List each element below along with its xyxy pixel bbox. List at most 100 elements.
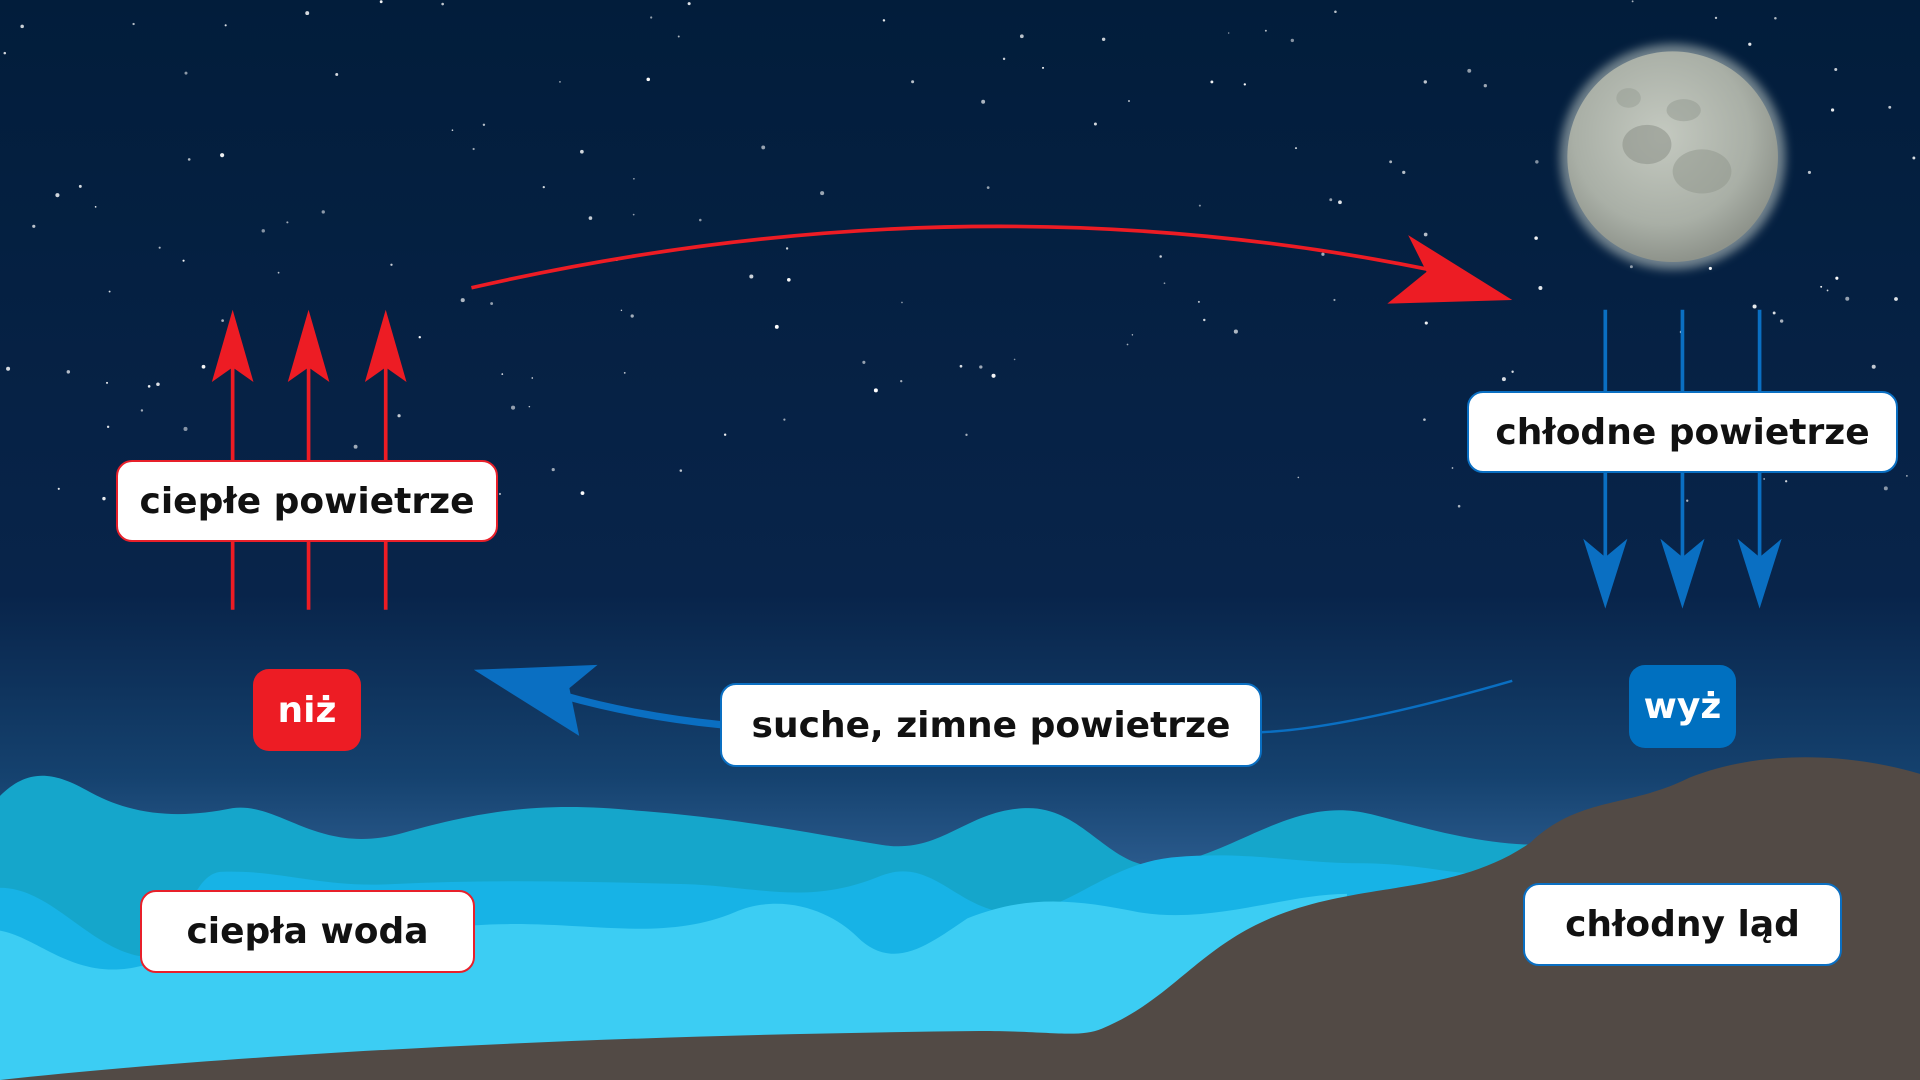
star-icon bbox=[679, 469, 683, 472]
star-icon bbox=[1912, 156, 1916, 160]
star-icon bbox=[498, 492, 502, 496]
star-icon bbox=[1826, 289, 1829, 292]
star-icon bbox=[1714, 16, 1718, 20]
star-icon bbox=[1389, 160, 1393, 164]
star-icon bbox=[588, 216, 593, 220]
star-icon bbox=[140, 409, 144, 412]
star-icon bbox=[1834, 68, 1838, 72]
star-icon bbox=[787, 277, 791, 282]
star-icon bbox=[1334, 10, 1337, 14]
land bbox=[0, 757, 1920, 1080]
star-icon bbox=[1423, 418, 1426, 421]
star-icon bbox=[1329, 198, 1333, 202]
cold-air-flow-arrow bbox=[473, 664, 1513, 736]
star-icon bbox=[1227, 32, 1230, 34]
star-icon bbox=[78, 184, 82, 188]
star-icon bbox=[106, 425, 110, 429]
star-icon bbox=[1210, 80, 1214, 84]
moon-icon bbox=[1560, 44, 1786, 270]
star-icon bbox=[650, 16, 653, 19]
star-icon bbox=[1467, 68, 1472, 73]
star-icon bbox=[774, 324, 779, 329]
star-icon bbox=[106, 381, 108, 384]
star-icon bbox=[6, 366, 11, 371]
star-icon bbox=[580, 149, 584, 154]
star-icon bbox=[32, 224, 36, 228]
star-icon bbox=[542, 185, 545, 189]
star-icon bbox=[335, 72, 339, 76]
star-icon bbox=[1451, 467, 1454, 469]
star-icon bbox=[1338, 200, 1342, 205]
star-icon bbox=[277, 271, 280, 274]
star-icon bbox=[482, 123, 486, 126]
star-icon bbox=[1042, 66, 1045, 69]
star-icon bbox=[1198, 204, 1201, 207]
star-icon bbox=[472, 147, 475, 151]
star-icon bbox=[511, 405, 516, 410]
cold-land-label: chłodny ląd bbox=[1523, 883, 1842, 966]
star-icon bbox=[156, 382, 160, 387]
star-icon bbox=[1264, 29, 1267, 32]
star-icon bbox=[991, 373, 996, 378]
star-icon bbox=[1534, 236, 1538, 240]
star-icon bbox=[220, 153, 225, 158]
star-icon bbox=[551, 468, 555, 472]
star-icon bbox=[501, 373, 504, 375]
star-icon bbox=[1402, 170, 1406, 175]
star-icon bbox=[1424, 321, 1428, 325]
star-icon bbox=[390, 263, 393, 266]
star-icon bbox=[1002, 57, 1006, 61]
star-icon bbox=[723, 433, 727, 436]
star-icon bbox=[620, 309, 623, 312]
star-icon bbox=[55, 193, 60, 198]
star-icon bbox=[187, 158, 191, 161]
star-icon bbox=[1127, 99, 1131, 103]
star-icon bbox=[1423, 232, 1428, 237]
star-icon bbox=[1629, 265, 1633, 269]
star-icon bbox=[379, 0, 383, 4]
star-icon bbox=[1535, 160, 1539, 164]
star-icon bbox=[57, 487, 60, 490]
star-icon bbox=[783, 418, 786, 421]
star-icon bbox=[959, 364, 963, 368]
star-icon bbox=[677, 35, 680, 38]
warm-air-flow-arrow bbox=[471, 224, 1513, 304]
star-icon bbox=[862, 360, 866, 364]
star-icon bbox=[321, 210, 325, 214]
star-icon bbox=[1159, 255, 1162, 258]
star-icon bbox=[1294, 147, 1298, 150]
star-icon bbox=[1906, 475, 1908, 477]
star-icon bbox=[1894, 297, 1898, 301]
star-icon bbox=[699, 218, 702, 222]
cold-air-label: chłodne powietrze bbox=[1467, 391, 1898, 473]
star-icon bbox=[1888, 105, 1892, 109]
star-icon bbox=[531, 377, 534, 379]
star-icon bbox=[94, 205, 97, 208]
star-icon bbox=[623, 371, 626, 374]
star-icon bbox=[1686, 499, 1689, 502]
star-icon bbox=[1772, 311, 1776, 315]
star-icon bbox=[1203, 318, 1206, 322]
star-icon bbox=[261, 229, 265, 233]
star-icon bbox=[761, 145, 766, 150]
star-icon bbox=[882, 19, 886, 22]
star-icon bbox=[286, 221, 289, 224]
star-icon bbox=[460, 298, 465, 303]
star-icon bbox=[633, 177, 635, 180]
star-icon bbox=[1538, 286, 1543, 290]
star-icon bbox=[201, 364, 206, 369]
star-icon bbox=[965, 433, 968, 436]
star-icon bbox=[221, 319, 224, 322]
star-icon bbox=[559, 81, 561, 83]
star-icon bbox=[1423, 80, 1428, 84]
star-icon bbox=[1101, 37, 1106, 42]
star-icon bbox=[147, 385, 151, 388]
star-icon bbox=[1457, 504, 1461, 508]
dry-cold-air-label: suche, zimne powietrze bbox=[720, 683, 1262, 767]
star-icon bbox=[184, 71, 188, 75]
star-icon bbox=[183, 426, 188, 431]
star-icon bbox=[1013, 358, 1016, 361]
high-pressure-badge: wyż bbox=[1629, 665, 1736, 748]
star-icon bbox=[687, 2, 691, 6]
star-icon bbox=[1845, 296, 1850, 301]
